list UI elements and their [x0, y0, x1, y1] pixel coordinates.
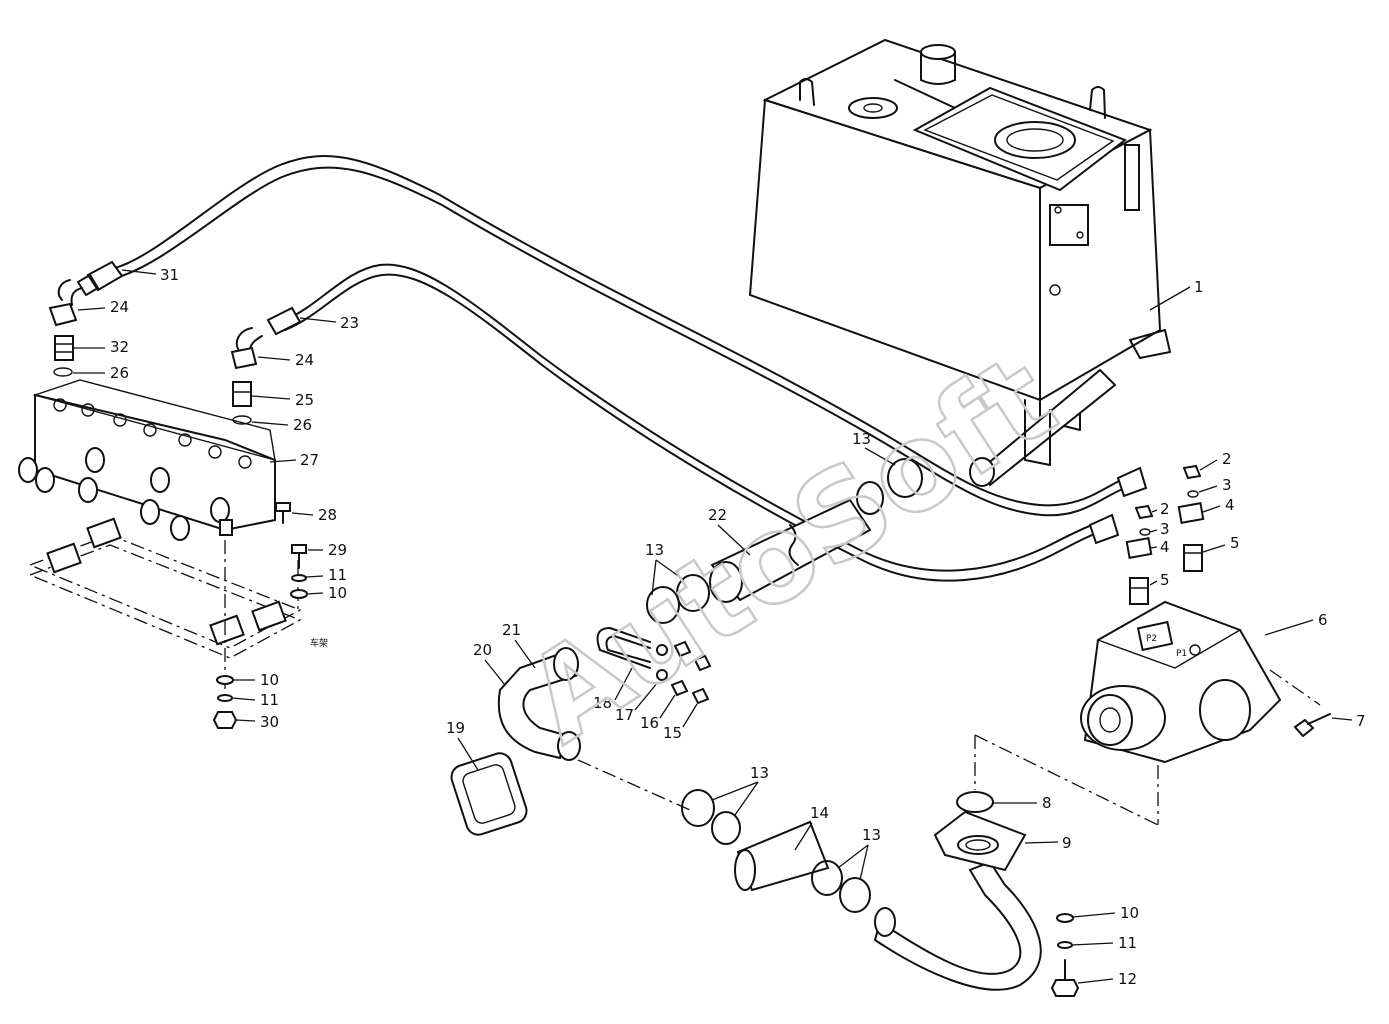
- callout-2-upper: 2: [1222, 450, 1232, 468]
- callout-11-bottom: 11: [260, 691, 279, 709]
- frame-mount: 车架: [28, 517, 328, 690]
- elbow-24-right: 24: [230, 327, 314, 370]
- hydraulic-lines: [114, 155, 1126, 582]
- callout-27: 27: [300, 451, 319, 469]
- callout-13-lower: 13: [862, 826, 881, 844]
- washer-10-pump: 10: [1056, 904, 1139, 923]
- callout-10-bottom: 10: [260, 671, 279, 689]
- suction-tube: 9: [873, 810, 1072, 991]
- callout-11-pump: 11: [1118, 934, 1137, 952]
- clamps-13-upper: 13 13: [645, 430, 923, 624]
- callout-28: 28: [318, 506, 337, 524]
- callout-6: 6: [1318, 611, 1328, 629]
- callout-22: 22: [708, 506, 727, 524]
- adapter-32: 32: [54, 335, 129, 361]
- washer-10-top: 10: [290, 584, 347, 602]
- callout-3-lower: 3: [1160, 520, 1170, 538]
- callout-31: 31: [160, 266, 179, 284]
- callout-4-lower: 4: [1160, 538, 1170, 556]
- port-label-p1: P1: [1176, 649, 1187, 659]
- hydraulic-tank: 1: [748, 38, 1204, 487]
- bolt-12: 12: [1050, 959, 1137, 997]
- callout-26-right: 26: [293, 416, 312, 434]
- callout-16: 16: [640, 714, 659, 732]
- frame-label: 车架: [310, 637, 328, 649]
- callout-9: 9: [1062, 834, 1072, 852]
- adapter-25: 25: [232, 381, 314, 409]
- callout-2-lower: 2: [1160, 500, 1170, 518]
- callout-25: 25: [295, 391, 314, 409]
- elbow-hose-20-21: 21 20: [473, 621, 581, 761]
- callout-7: 7: [1356, 712, 1366, 730]
- washer-11-top: 11: [291, 566, 347, 584]
- oring-26-left: 26: [53, 364, 129, 382]
- fittings-pump-upper: 2 3 4 5 2 3 4 5: [1088, 450, 1240, 605]
- callout-15: 15: [663, 724, 682, 742]
- bolt-29: 29: [291, 541, 347, 569]
- washer-10-bottom: 10: [216, 671, 279, 689]
- elbow-24-left: 24: [48, 279, 129, 327]
- port-label-p2: P2: [1146, 634, 1157, 644]
- hydraulic-pump: P2 P1 6: [1080, 600, 1328, 764]
- fitting-31: 31: [77, 260, 179, 296]
- control-valve: 27: [18, 379, 319, 541]
- washer-11-bottom: 11: [217, 691, 279, 709]
- callout-17: 17: [615, 706, 634, 724]
- callout-11-top: 11: [328, 566, 347, 584]
- callout-13-tank: 13: [852, 430, 871, 448]
- bolt-7: 7: [1293, 712, 1366, 738]
- bolt-28: 28: [275, 502, 337, 524]
- washer-11-pump: 11: [1057, 934, 1137, 952]
- callout-8: 8: [1042, 794, 1052, 812]
- callout-32: 32: [110, 338, 129, 356]
- gasket-19: 19: [446, 719, 528, 836]
- callout-29: 29: [328, 541, 347, 559]
- fitting-23: 23: [266, 306, 359, 336]
- callout-24-right: 24: [295, 351, 314, 369]
- callout-12: 12: [1118, 970, 1137, 988]
- callout-13-upper: 13: [645, 541, 664, 559]
- callout-5-upper: 5: [1230, 534, 1240, 552]
- ubolt-18: 18 17 16 15: [593, 627, 712, 742]
- callout-1: 1: [1194, 278, 1204, 296]
- callout-21: 21: [502, 621, 521, 639]
- callout-30: 30: [260, 713, 279, 731]
- callout-4-upper: 4: [1225, 496, 1235, 514]
- hose-22: 22: [708, 498, 872, 603]
- callout-24-left: 24: [110, 298, 129, 316]
- oring-26-right: 26: [232, 415, 312, 434]
- callout-10-pump: 10: [1120, 904, 1139, 922]
- callout-13-middle: 13: [750, 764, 769, 782]
- hose-14: 14 13 13: [681, 764, 881, 913]
- callout-10-top: 10: [328, 584, 347, 602]
- callout-20: 20: [473, 641, 492, 659]
- callout-19: 19: [446, 719, 465, 737]
- watermark: AutoSoft: [503, 329, 1079, 770]
- callout-3-upper: 3: [1222, 476, 1232, 494]
- callout-18: 18: [593, 694, 612, 712]
- callout-23: 23: [340, 314, 359, 332]
- oring-8: 8: [956, 791, 1052, 813]
- callout-14: 14: [810, 804, 829, 822]
- callout-5-lower: 5: [1160, 571, 1170, 589]
- callout-26-left: 26: [110, 364, 129, 382]
- nut-30: 30: [212, 711, 279, 731]
